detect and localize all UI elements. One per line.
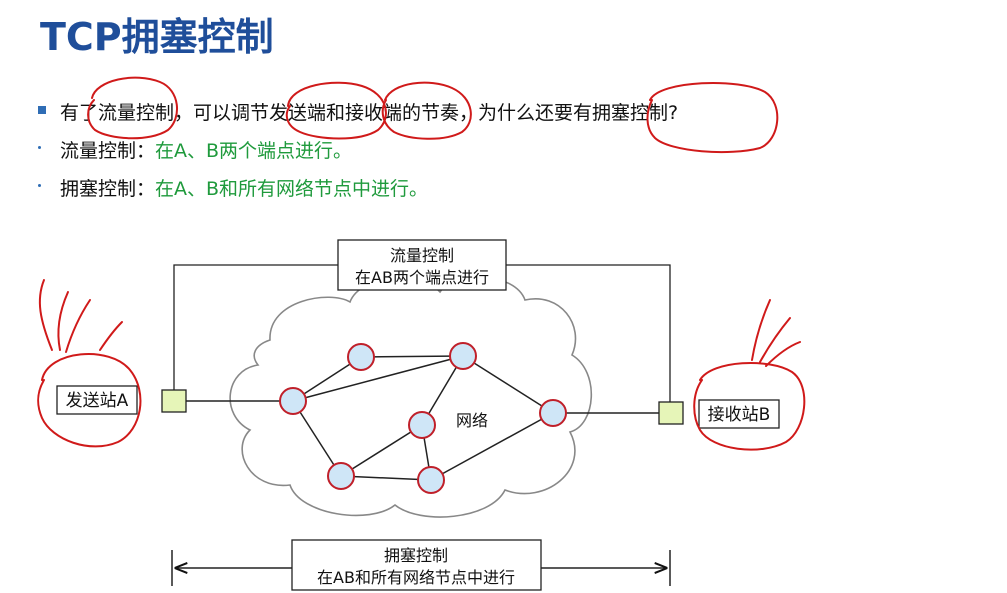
square-bullet-icon xyxy=(38,106,46,114)
receiver-box xyxy=(698,399,780,429)
slide-title: TCP拥塞控制 xyxy=(40,15,274,59)
sender-box xyxy=(56,385,138,415)
network-node xyxy=(347,343,375,371)
congestion-control-box xyxy=(291,539,542,591)
annotation-strokes xyxy=(751,299,801,367)
annotation-circle xyxy=(646,81,779,154)
bullet-term: 流量控制： xyxy=(60,140,156,162)
bullet-text: 有了流量控制，可以调节发送端和接收端的节奏，为什么还要有拥塞控制? xyxy=(60,102,679,124)
flow-control-label: 流量控制 xyxy=(390,246,454,265)
network-node xyxy=(327,462,355,490)
network-node xyxy=(408,411,436,439)
bullet-detail: 在A、B和所有网络节点中进行。 xyxy=(155,178,429,200)
flow-control-bracket xyxy=(173,264,338,392)
bullet-term: 拥塞控制： xyxy=(60,178,156,200)
flow-control-box xyxy=(337,239,507,291)
congestion-control-label: 拥塞控制 xyxy=(384,546,448,565)
network-node xyxy=(279,387,307,415)
annotation-circle xyxy=(87,76,179,140)
network-node xyxy=(539,399,567,427)
annotation-strokes xyxy=(38,279,123,353)
dot-bullet-icon xyxy=(38,184,41,187)
receiver-label: 接收站B xyxy=(708,405,771,425)
dot-bullet-icon xyxy=(38,146,41,149)
flow-control-bracket xyxy=(506,264,671,405)
flow-control-sublabel: 在AB两个端点进行 xyxy=(355,268,489,287)
network-node xyxy=(449,342,477,370)
annotation-circle xyxy=(285,81,387,140)
annotation-circle xyxy=(37,353,142,448)
congestion-control-sublabel: 在AB和所有网络节点中进行 xyxy=(317,568,515,587)
bullet-detail: 在A、B两个端点进行。 xyxy=(155,140,353,162)
station-b-port xyxy=(658,401,684,425)
network-label: 网络 xyxy=(456,411,488,430)
handwritten-annotations xyxy=(37,76,806,451)
station-a-port xyxy=(161,389,187,413)
sender-label: 发送站A xyxy=(66,391,129,411)
annotation-circle xyxy=(381,81,472,140)
network-node xyxy=(417,466,445,494)
annotation-circle xyxy=(693,362,806,451)
